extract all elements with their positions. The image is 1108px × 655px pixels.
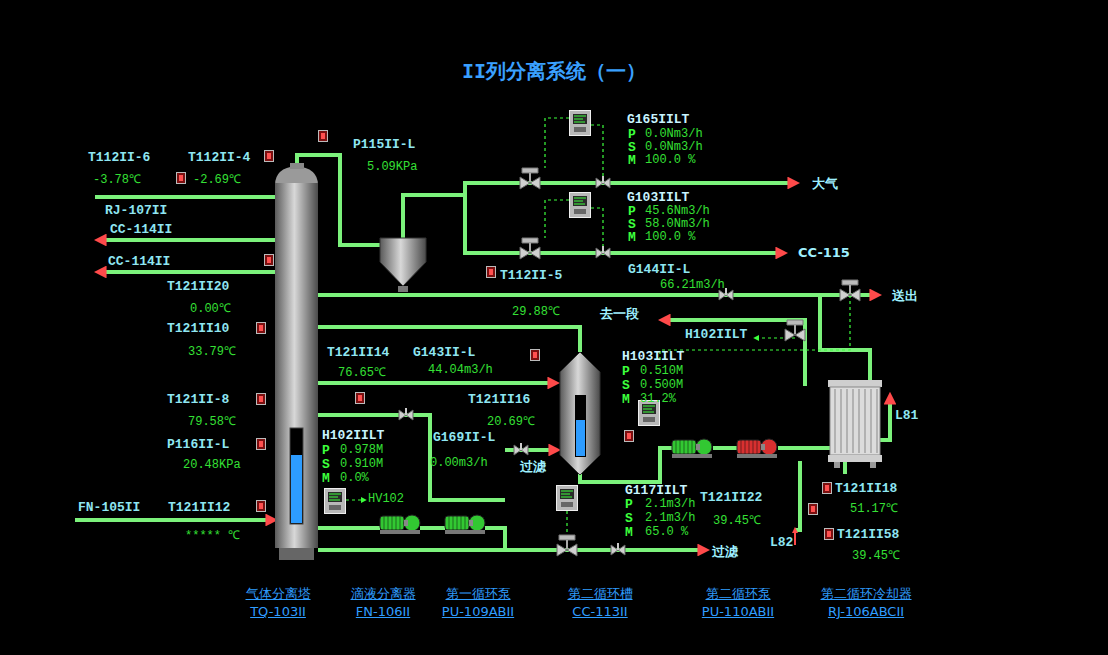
instrument-tag: L81 [895, 408, 918, 423]
parameter-letter: P [625, 497, 633, 512]
instrument-tag: G143II-L [413, 345, 475, 360]
flow-destination: 去一段 [600, 305, 639, 323]
equipment-name: 第一循环泵 [446, 585, 511, 603]
parameter-letter: P [628, 204, 636, 219]
instrument-tag: L82 [770, 535, 793, 550]
reading-value: 20.69℃ [487, 412, 535, 429]
controller-tag: H102IILT [322, 428, 384, 443]
instrument-tag: T121II20 [167, 279, 229, 294]
instrument-tag: T121II-8 [167, 392, 229, 407]
equipment-name: FN-106II [356, 604, 410, 619]
parameter-letter: S [622, 378, 630, 393]
reading-value: 76.65℃ [338, 363, 386, 380]
instrument-tag: G169II-L [433, 430, 495, 445]
parameter-letter: M [622, 392, 630, 407]
reading-value: 5.09KPa [367, 160, 417, 174]
flow-destination: CC-115 [798, 245, 850, 260]
parameter-letter: M [625, 525, 633, 540]
reading-value: 0.500M [640, 378, 683, 392]
reading-value: 31.2% [640, 392, 676, 406]
equipment-name: PU-110ABII [702, 604, 774, 619]
reading-value: 100.0 % [645, 153, 695, 167]
instrument-tag: H102IILT [685, 327, 747, 342]
parameter-letter: M [322, 471, 330, 486]
instrument-tag: FN-105II [78, 500, 140, 515]
reading-value: 51.17℃ [850, 499, 898, 516]
equipment-name: RJ-106ABCII [828, 604, 904, 619]
equipment-name: 第二循环槽 [568, 585, 633, 603]
reading-value: 0.0Nm3/h [645, 127, 703, 141]
instrument-tag: T121II10 [167, 321, 229, 336]
parameter-letter: S [628, 140, 636, 155]
reading-value: 0.510M [640, 364, 683, 378]
parameter-letter: S [628, 217, 636, 232]
instrument-tag: P116II-L [167, 437, 229, 452]
reading-value: 0.00m3/h [430, 456, 488, 470]
reading-value: 65.0 % [645, 525, 688, 539]
equipment-name: TQ-103II [250, 604, 306, 619]
controller-tag: H103IILT [622, 349, 684, 364]
flow-destination: 过滤 [520, 458, 546, 476]
equipment-name: PU-109ABII [442, 604, 514, 619]
instrument-tag: T112II-5 [500, 268, 562, 283]
instrument-tag: T121II14 [327, 345, 389, 360]
instrument-tag: T112II-4 [188, 150, 250, 165]
parameter-letter: P [622, 364, 630, 379]
reading-value: 45.6Nm3/h [645, 204, 710, 218]
controller-tag: G165IILT [627, 112, 689, 127]
reading-value: 33.79℃ [188, 342, 236, 359]
flow-destination: 送出 [892, 287, 918, 305]
instrument-tag: T121II22 [700, 490, 762, 505]
reading-value: 39.45℃ [852, 546, 900, 563]
parameter-letter: M [628, 153, 636, 168]
controller-tag: G117IILT [625, 483, 687, 498]
reading-value: 39.45℃ [713, 511, 761, 528]
instrument-tag: T121II18 [835, 481, 897, 496]
reading-value: 66.21m3/h [660, 278, 725, 292]
parameter-letter: S [322, 457, 330, 472]
instrument-tag: CC-114II [108, 254, 170, 269]
reading-value: 0.910M [340, 457, 383, 471]
controller-tag: G103IILT [627, 190, 689, 205]
reading-value: 0.0% [340, 471, 369, 485]
reading-value: 44.04m3/h [428, 363, 493, 377]
reading-value: 2.1m3/h [645, 511, 695, 525]
reading-value: 0.0Nm3/h [645, 140, 703, 154]
reading-value: -2.69℃ [193, 170, 241, 187]
equipment-name: 滴液分离器 [351, 585, 416, 603]
instrument-tag: T121II58 [837, 527, 899, 542]
equipment-name: CC-113II [572, 604, 627, 619]
equipment-name: 第二循环冷却器 [821, 585, 912, 603]
reading-value: 0.00℃ [190, 299, 231, 316]
instrument-tag: CC-114II [110, 222, 172, 237]
reading-value: 58.0Nm3/h [645, 217, 710, 231]
reading-value: HV102 [368, 492, 404, 506]
parameter-letter: P [628, 127, 636, 142]
reading-value: -3.78℃ [93, 170, 141, 187]
screen-title: II列分离系统（一） [462, 58, 646, 85]
reading-value: 29.88℃ [512, 302, 560, 319]
reading-value: 0.978M [340, 443, 383, 457]
flow-destination: 大气 [812, 175, 838, 193]
flow-destination: 过滤 [712, 543, 738, 561]
instrument-tag: T121II16 [468, 392, 530, 407]
instrument-tag: P115II-L [353, 137, 415, 152]
instrument-tag: G144II-L [628, 262, 690, 277]
reading-value: 79.58℃ [188, 412, 236, 429]
parameter-letter: S [625, 511, 633, 526]
reading-value: ***** ℃ [185, 526, 240, 543]
parameter-letter: P [322, 443, 330, 458]
reading-value: 100.0 % [645, 230, 695, 244]
equipment-name: 第二循环泵 [706, 585, 771, 603]
reading-value: 20.48KPa [183, 458, 241, 472]
reading-value: 2.1m3/h [645, 497, 695, 511]
instrument-tag: RJ-107II [105, 203, 167, 218]
parameter-letter: M [628, 230, 636, 245]
instrument-tag: T112II-6 [88, 150, 150, 165]
equipment-name: 气体分离塔 [246, 585, 311, 603]
instrument-tag: T121II12 [168, 500, 230, 515]
